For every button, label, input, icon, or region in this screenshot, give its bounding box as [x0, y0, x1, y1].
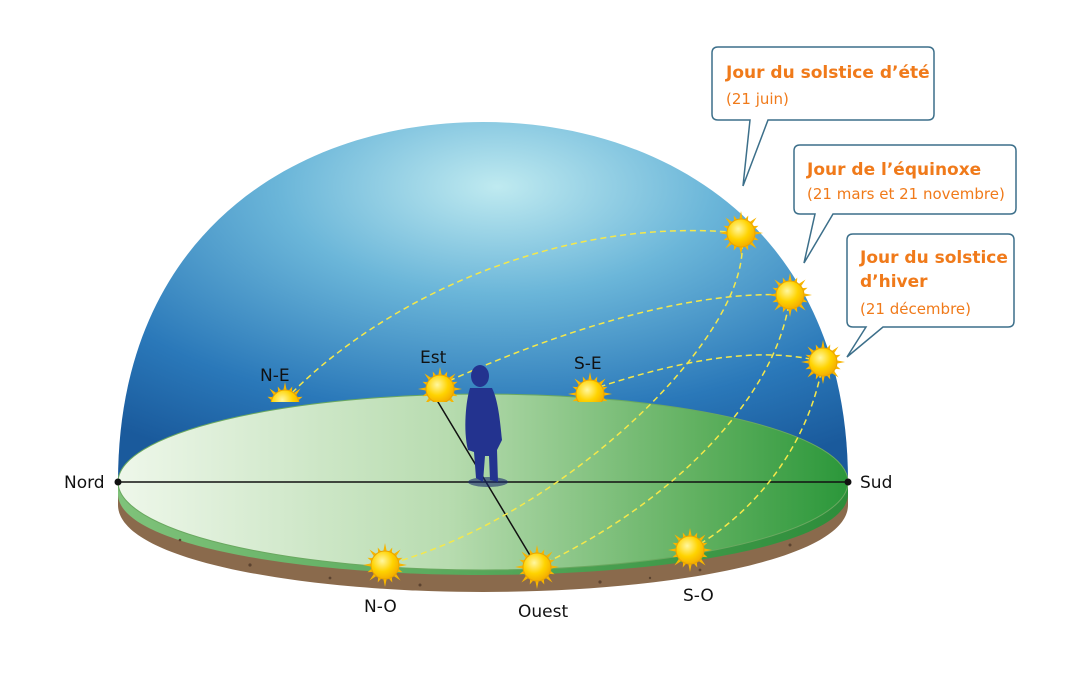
- equinox-path-set: [536, 294, 791, 568]
- callout-equinox-date: (21 mars et 21 novembre): [807, 185, 1005, 203]
- callout-summer-solstice: Jour du solstice d’été (21 juin): [711, 46, 935, 187]
- sun-summer-noon-icon: [719, 211, 763, 255]
- callout-winter-title-line2: d’hiver: [860, 272, 928, 292]
- label-north: Nord: [64, 473, 105, 493]
- sun-northeast-rise-icon: [267, 382, 303, 402]
- callout-winter-date: (21 décembre): [860, 300, 971, 318]
- person-silhouette: [465, 365, 508, 487]
- summer-solstice-path-set: [384, 232, 744, 566]
- sun-southwest-set-icon: [668, 528, 712, 572]
- label-northwest: N-O: [364, 597, 397, 617]
- label-southeast: S-E: [574, 354, 602, 374]
- label-northeast: N-E: [260, 366, 290, 386]
- callout-summer-date: (21 juin): [726, 90, 789, 108]
- sun-northwest-set-icon: [363, 543, 407, 587]
- south-point: [844, 478, 852, 486]
- summer-solstice-path: [284, 229, 742, 401]
- label-southwest: S-O: [683, 586, 714, 606]
- label-west: Ouest: [518, 602, 568, 622]
- winter-solstice-path: [589, 354, 824, 391]
- callout-equinox: Jour de l’équinoxe (21 mars et 21 novemb…: [793, 144, 1017, 264]
- sun-winter-noon-icon: [801, 340, 845, 384]
- label-east: Est: [420, 348, 447, 368]
- sun-east-rise-icon: [418, 367, 462, 402]
- suns-layer: [267, 211, 845, 589]
- north-point: [114, 478, 122, 486]
- callout-equinox-title: Jour de l’équinoxe: [806, 160, 981, 180]
- sky-dome: [118, 122, 848, 482]
- sun-equinox-noon-icon: [768, 273, 812, 317]
- label-south: Sud: [860, 473, 892, 493]
- equinox-path: [439, 293, 791, 386]
- callout-winter-solstice: Jour du solstice d’hiver (21 décembre): [846, 233, 1015, 358]
- sun-paths: [284, 229, 824, 568]
- sun-southeast-rise-icon: [568, 372, 612, 402]
- callout-summer-title: Jour du solstice d’été: [725, 63, 930, 83]
- callout-winter-title-line1: Jour du solstice: [859, 248, 1008, 268]
- soil-texture: [178, 538, 792, 587]
- sun-west-set-icon: [515, 545, 559, 589]
